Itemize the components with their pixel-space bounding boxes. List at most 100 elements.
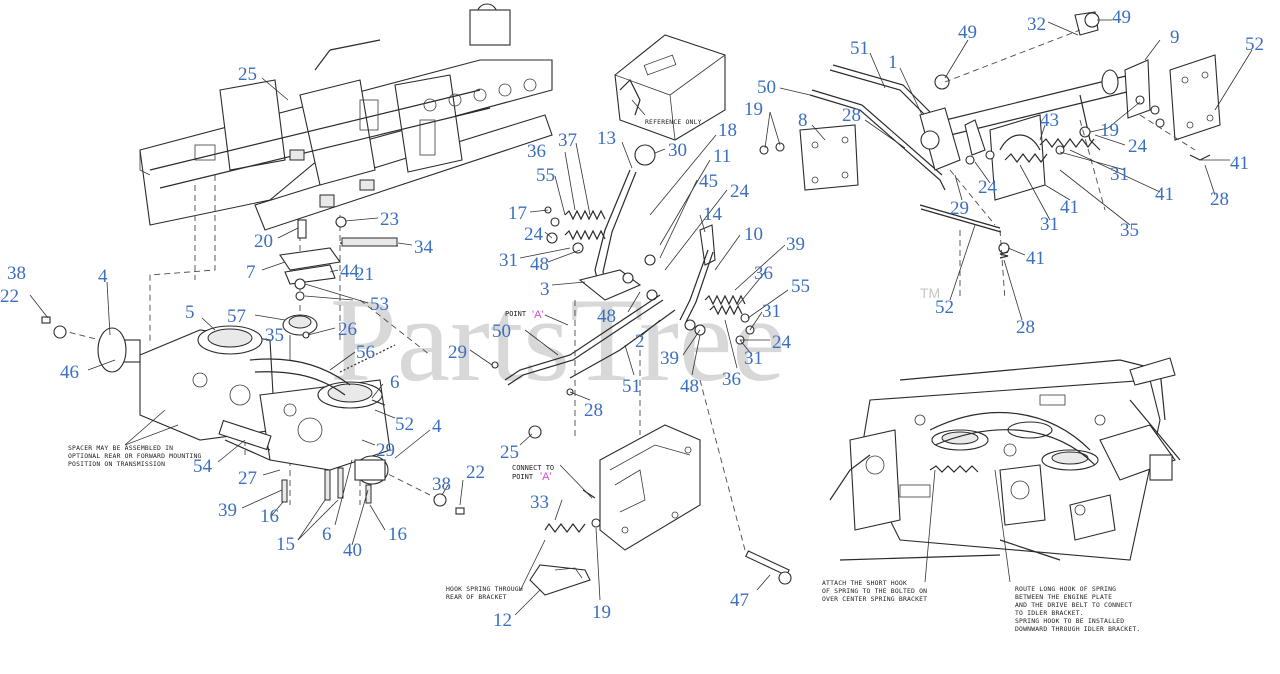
callout-31-mid-right: 31	[762, 301, 781, 322]
callout-33: 33	[530, 492, 549, 513]
callout-32: 32	[1027, 14, 1046, 35]
callout-41-right-top: 41	[1230, 153, 1249, 174]
callout-1: 1	[888, 52, 898, 73]
callout-39-mid-top: 39	[786, 234, 805, 255]
callout-11: 11	[713, 146, 731, 167]
transmission-drawing	[41, 316, 465, 515]
callout-21: 21	[355, 264, 374, 285]
callout-41-right-center: 41	[1060, 197, 1079, 218]
frame-drawing	[139, 3, 553, 231]
callout-20: 20	[254, 231, 273, 252]
callout-30: 30	[668, 140, 687, 161]
callout-10: 10	[744, 224, 763, 245]
watermark-text: PartsTree	[330, 273, 786, 406]
note-hook-line1: HOOK SPRING THROUGH	[446, 585, 523, 593]
watermark-trademark: TM	[920, 285, 940, 301]
callout-29-left: 29	[376, 440, 395, 461]
note-spacer-line3: POSITION ON TRANSMISSION	[68, 460, 165, 468]
callout-41-right-mid: 41	[1155, 184, 1174, 205]
callout-2: 2	[635, 331, 645, 352]
mounting-plate-drawing	[528, 300, 792, 596]
callout-48-bottom: 48	[680, 376, 699, 397]
callout-29-right: 29	[950, 198, 969, 219]
note-long-hook-line5: SPRING HOOK TO BE INSTALLED	[1015, 617, 1124, 625]
note-spacer-line2: OPTIONAL REAR OR FORWARD MOUNTING	[68, 452, 202, 460]
callout-55-top: 55	[536, 165, 555, 186]
callout-48-mid: 48	[597, 306, 616, 327]
callout-36-mid-right: 36	[754, 263, 773, 284]
callout-53: 53	[370, 294, 389, 315]
idler-assembly	[279, 216, 401, 339]
callout-49-right: 49	[1112, 7, 1131, 28]
callout-16-left: 16	[260, 506, 279, 527]
callout-24-mid-top: 24	[730, 181, 750, 202]
callout-41-right-bottom: 41	[1026, 248, 1045, 269]
callout-26: 26	[338, 319, 357, 340]
leaders-middle	[469, 134, 789, 616]
callout-24-right-mid: 24	[978, 177, 998, 198]
callout-5: 5	[185, 302, 195, 323]
callout-24-right-top: 24	[1128, 136, 1148, 157]
callout-52-left: 52	[395, 414, 414, 435]
callout-46: 46	[60, 362, 79, 383]
callout-28-mid: 28	[584, 400, 603, 421]
callout-31-right-bottom: 31	[1040, 214, 1059, 235]
callout-38-left: 38	[7, 263, 26, 284]
note-connect: CONNECT TO POINT 'A'	[512, 464, 593, 499]
callout-18: 18	[718, 120, 737, 141]
callout-47: 47	[730, 590, 749, 611]
callout-14: 14	[703, 204, 723, 225]
callout-4-right: 4	[432, 416, 442, 437]
note-long-hook-line4: TO IDLER BRACKET.	[1015, 609, 1084, 617]
note-hook-line2: REAR OF BRACKET	[446, 593, 507, 601]
callout-36-top: 36	[527, 141, 546, 162]
callout-50-mid: 50	[492, 321, 511, 342]
callout-49-left: 49	[958, 22, 977, 43]
callout-55-bottom: 55	[791, 276, 810, 297]
note-short-hook-line1: ATTACH THE SHORT HOOK	[822, 579, 907, 587]
callout-31-mid-bottom: 31	[744, 348, 763, 369]
callout-54: 54	[193, 456, 213, 477]
note-short-hook: ATTACH THE SHORT HOOK OF SPRING TO THE B…	[822, 469, 936, 603]
callout-31-mid-left: 31	[499, 250, 518, 271]
callout-35-right: 35	[1120, 220, 1139, 241]
callout-39-left: 39	[218, 500, 237, 521]
callout-19-mid: 19	[592, 602, 611, 623]
point-a-markers: POINT 'A'	[505, 309, 569, 326]
note-spacer: SPACER MAY BE ASSEMBLED IN OPTIONAL REAR…	[68, 409, 202, 468]
note-reference: REFERENCE ONLY	[645, 118, 702, 126]
note-spacer-line1: SPACER MAY BE ASSEMBLED IN	[68, 444, 173, 452]
note-connect-line1: CONNECT TO	[512, 464, 554, 472]
point-a-letter: 'A'	[532, 309, 544, 321]
callout-4-left: 4	[98, 266, 108, 287]
callout-51-mid: 51	[622, 376, 641, 397]
leaders-right-top	[764, 19, 1253, 321]
callout-15: 15	[276, 534, 295, 555]
callout-6-bottom: 6	[322, 524, 332, 545]
callout-17: 17	[508, 203, 527, 224]
callout-29-mid: 29	[448, 342, 467, 363]
callout-35-left: 35	[265, 325, 284, 346]
callout-38-right: 38	[432, 474, 451, 495]
callout-22-left: 22	[0, 286, 19, 307]
callout-23: 23	[380, 209, 399, 230]
note-short-hook-line3: OVER CENTER SPRING BRACKET	[822, 595, 927, 603]
callout-45: 45	[699, 171, 718, 192]
note-long-hook-line3: AND THE DRIVE BELT TO CONNECT	[1015, 601, 1132, 609]
callout-28-top: 28	[842, 105, 861, 126]
assembled-view-drawing	[829, 357, 1181, 561]
callout-8: 8	[798, 110, 808, 131]
callout-52-right: 52	[935, 297, 954, 318]
callout-3: 3	[540, 279, 550, 300]
callout-52-top: 52	[1245, 34, 1264, 55]
note-long-hook-line1: ROUTE LONG HOOK OF SPRING	[1015, 585, 1116, 593]
callout-39-mid-bottom: 39	[660, 348, 679, 369]
callout-27: 27	[238, 468, 257, 489]
callout-19-right-left: 19	[744, 99, 763, 120]
callout-12: 12	[493, 610, 512, 631]
callout-25: 25	[238, 64, 257, 85]
callout-24-mid-left: 24	[524, 224, 544, 245]
note-hook-spring: HOOK SPRING THROUGH REAR OF BRACKET	[446, 539, 546, 601]
callout-28-right-bottom: 28	[1016, 317, 1035, 338]
